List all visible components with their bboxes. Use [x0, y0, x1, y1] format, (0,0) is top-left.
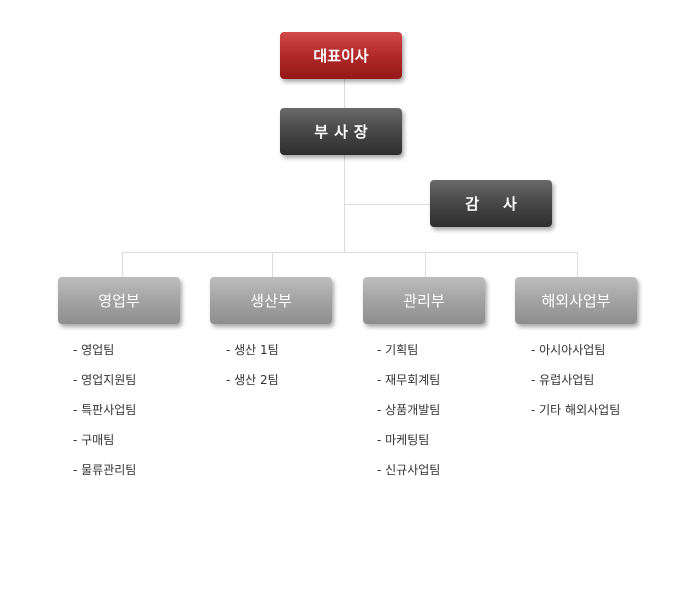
team-item: - 특판사업팀 [73, 403, 137, 417]
ceo-label: 대표이사 [313, 47, 369, 65]
team-item: - 생산 2팀 [226, 373, 279, 387]
team-item: - 상품개발팀 [377, 403, 441, 417]
vice-president-box: 부사장 [280, 108, 402, 155]
department-label: 관리부 [403, 292, 445, 310]
auditor-label: 감사 [465, 195, 541, 213]
team-item: - 아시아사업팀 [531, 343, 606, 357]
team-list-overseas: - 아시아사업팀 - 유럽사업팀 - 기타 해외사업팀 [531, 341, 620, 431]
connector-dept-1 [122, 252, 123, 278]
connector-ceo-vp [344, 79, 345, 109]
department-box-overseas: 해외사업부 [515, 277, 637, 324]
team-item: - 마케팅팀 [377, 433, 430, 447]
team-list-sales: - 영업팀 - 영업지원팀 - 특판사업팀 - 구매팀 - 물류관리팀 [73, 341, 136, 491]
connector-dept-4 [577, 252, 578, 278]
department-box-production: 생산부 [210, 277, 332, 324]
department-box-management: 관리부 [363, 277, 485, 324]
team-item: - 생산 1팀 [226, 343, 279, 357]
connector-dept-3 [425, 252, 426, 278]
department-label: 해외사업부 [541, 292, 611, 310]
team-item: - 유럽사업팀 [531, 373, 595, 387]
connector-horizontal-bar [122, 252, 578, 253]
team-item: - 물류관리팀 [73, 463, 137, 477]
team-item: - 재무회계팀 [377, 373, 441, 387]
team-list-management: - 기획팀 - 재무회계팀 - 상품개발팀 - 마케팅팀 - 신규사업팀 [377, 341, 440, 491]
department-label: 영업부 [98, 292, 140, 310]
ceo-box: 대표이사 [280, 32, 402, 79]
vice-president-label: 부사장 [314, 123, 374, 141]
auditor-box: 감사 [430, 180, 552, 227]
connector-vp-trunk [344, 155, 345, 252]
connector-auditor [344, 204, 430, 205]
team-item: - 영업지원팀 [73, 373, 137, 387]
team-list-production: - 생산 1팀 - 생산 2팀 [226, 341, 279, 401]
team-item: - 기타 해외사업팀 [531, 403, 621, 417]
connector-dept-2 [272, 252, 273, 278]
team-item: - 영업팀 [73, 343, 115, 357]
team-item: - 신규사업팀 [377, 463, 441, 477]
department-label: 생산부 [250, 292, 292, 310]
team-item: - 구매팀 [73, 433, 115, 447]
team-item: - 기획팀 [377, 343, 419, 357]
department-box-sales: 영업부 [58, 277, 180, 324]
